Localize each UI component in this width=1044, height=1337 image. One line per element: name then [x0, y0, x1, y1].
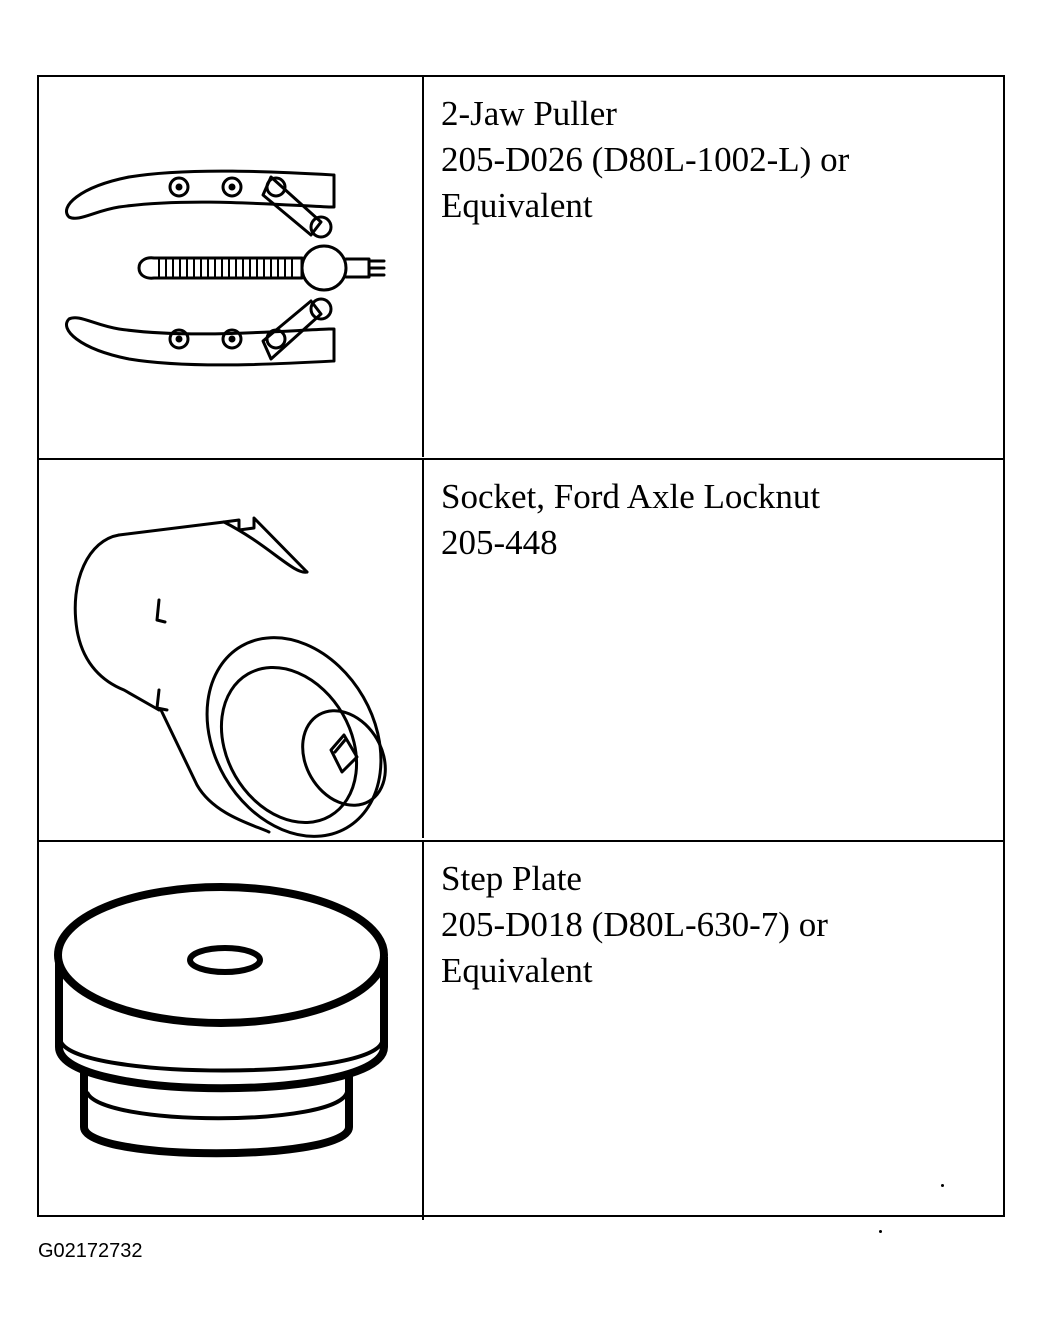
tool-row-step-plate: Step Plate 205-D018 (D80L-630-7) or Equi…	[39, 840, 1003, 1233]
socket-description: Socket, Ford Axle Locknut 205-448	[441, 474, 983, 566]
tool-note: Equivalent	[441, 951, 593, 990]
step-plate-icon	[54, 883, 388, 1158]
two-jaw-puller-icon	[65, 169, 386, 367]
tool-part-number: 205-448	[441, 523, 558, 562]
tool-part-number: 205-D026 (D80L-1002-L) or	[441, 140, 850, 179]
tool-row-socket: Socket, Ford Axle Locknut 205-448	[39, 458, 1003, 838]
socket-illustration-cell	[39, 460, 424, 838]
tool-row-puller: 2-Jaw Puller 205-D026 (D80L-1002-L) or E…	[39, 77, 1003, 457]
tool-note: Equivalent	[441, 186, 593, 225]
tool-name: Step Plate	[441, 859, 582, 898]
tool-part-number: 205-D018 (D80L-630-7) or	[441, 905, 828, 944]
puller-illustration-cell	[39, 77, 424, 457]
special-tools-table: 2-Jaw Puller 205-D026 (D80L-1002-L) or E…	[37, 75, 1005, 1233]
scan-speck	[879, 1230, 882, 1233]
axle-locknut-socket-icon	[73, 516, 387, 838]
scan-speck	[941, 1184, 944, 1187]
tool-name: Socket, Ford Axle Locknut	[441, 477, 821, 516]
step-plate-description: Step Plate 205-D018 (D80L-630-7) or Equi…	[441, 856, 983, 994]
step-plate-illustration-cell	[39, 842, 424, 1220]
tool-name: 2-Jaw Puller	[441, 94, 617, 133]
puller-description: 2-Jaw Puller 205-D026 (D80L-1002-L) or E…	[441, 91, 983, 229]
figure-id: G02172732	[38, 1240, 143, 1262]
